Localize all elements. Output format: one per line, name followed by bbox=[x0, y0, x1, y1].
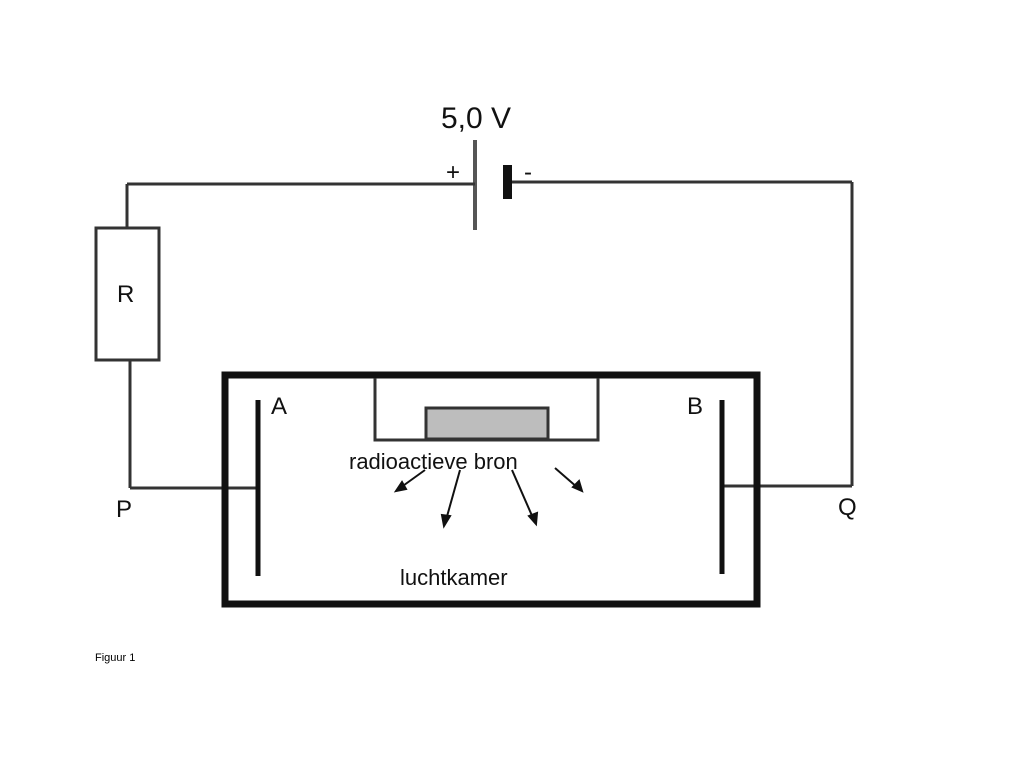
plate-a-label: A bbox=[271, 393, 287, 420]
point-q-label: Q bbox=[838, 494, 857, 521]
plus-sign: + bbox=[446, 159, 460, 186]
plate-b-label: B bbox=[687, 393, 703, 420]
resistor-box bbox=[94, 226, 161, 362]
radiation-arrows bbox=[393, 467, 584, 529]
figure-caption: Figuur 1 bbox=[95, 652, 136, 664]
resistor-label: R bbox=[117, 281, 134, 308]
minus-sign: - bbox=[524, 159, 532, 186]
battery-symbol bbox=[462, 140, 520, 230]
battery-negative-plate bbox=[503, 165, 512, 199]
voltage-label: 5,0 V bbox=[441, 102, 511, 135]
radioactive-source-block bbox=[424, 406, 550, 441]
radioactive-source-label: radioactieve bron bbox=[349, 449, 518, 474]
air-chamber-label: luchtkamer bbox=[400, 565, 508, 590]
point-p-label: P bbox=[116, 496, 132, 523]
